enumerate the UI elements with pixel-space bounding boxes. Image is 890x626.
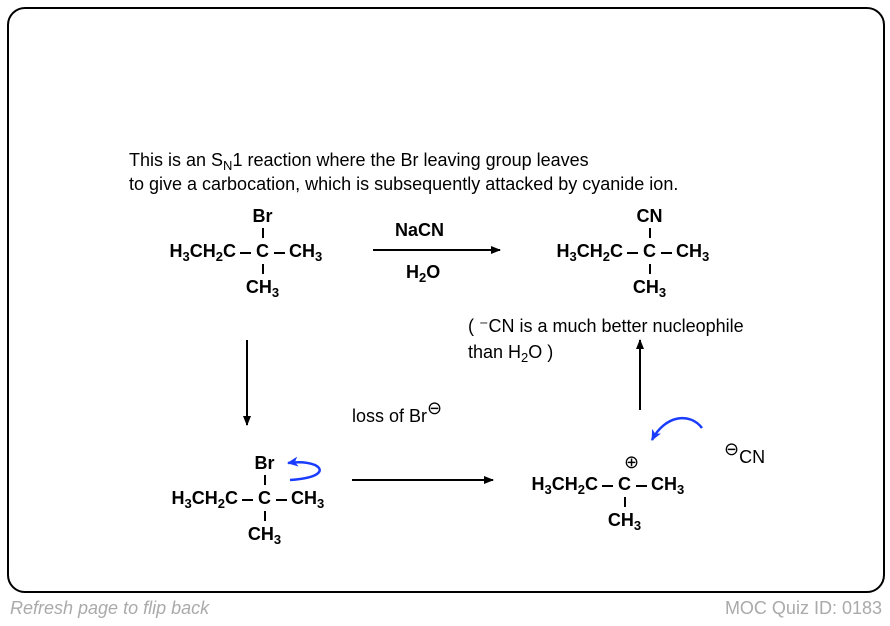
positive-charge: ⊕: [624, 452, 640, 472]
intro-line-2: to give a carbocation, which is subseque…: [129, 174, 679, 194]
reagent-water: H2O: [406, 262, 441, 285]
curved-arrow-leaving-group: [287, 456, 321, 482]
loss-of-bromide-label: loss of Br⊖: [352, 398, 443, 426]
nucleophile-note-2: than H2O ): [468, 342, 554, 365]
refresh-hint[interactable]: Refresh page to flip back: [10, 598, 210, 618]
nucleophile-note-1: ( ⁻CN is a much better nucleophile: [468, 316, 744, 336]
reactant-molecule-leaving: H3CH2C C CH3 Br CH3: [171, 453, 325, 547]
product-molecule: H3CH2C C CH3 CN CH3: [556, 206, 710, 300]
quiz-card[interactable]: [7, 7, 885, 593]
reactant-molecule: H3CH2C C CH3 Br CH3: [169, 206, 323, 300]
cyanide-ion: ⊖CN: [724, 439, 766, 467]
quiz-id: MOC Quiz ID: 0183: [724, 598, 882, 618]
carbocation-molecule: H3CH2C C CH3 ⊕ CH3: [531, 452, 685, 533]
reagent-nacn: NaCN: [395, 220, 445, 240]
intro-line-1: This is an SN1 reaction where the Br lea…: [129, 150, 589, 173]
curved-arrow-nucleophile: [650, 416, 703, 441]
